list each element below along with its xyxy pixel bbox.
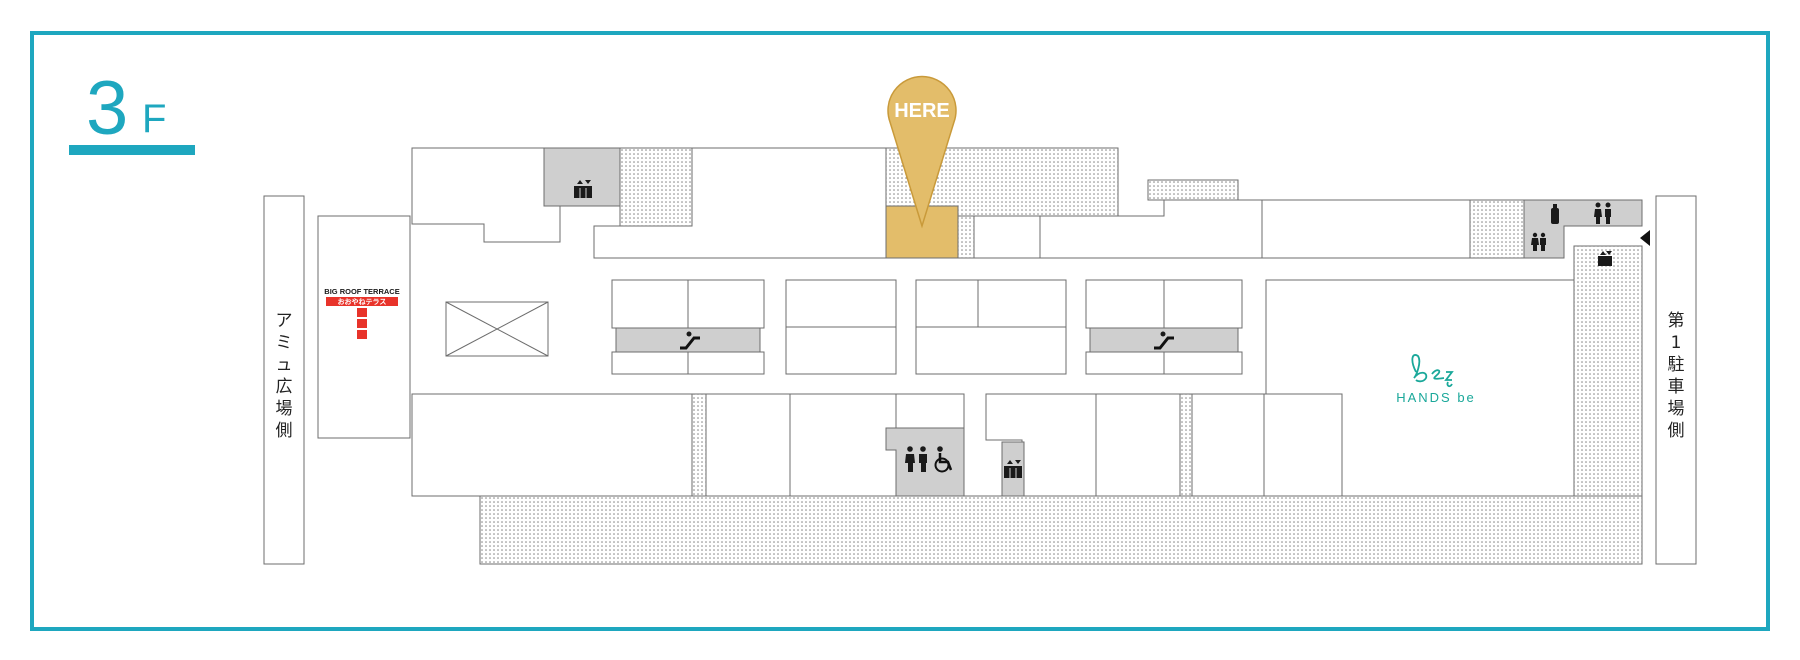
svg-text:HANDS be: HANDS be: [1396, 390, 1476, 405]
svg-text:駐: 駐: [1668, 355, 1685, 375]
hands-be-logo: HANDS be: [1396, 354, 1476, 405]
svg-text:BIG ROOF TERRACE: BIG ROOF TERRACE: [324, 287, 399, 296]
elevator-icon: [574, 180, 592, 198]
svg-text:側: 側: [1668, 421, 1685, 441]
west-side-block: [263, 195, 305, 565]
south-shop-2: [789, 393, 897, 497]
restroom-icon: [1531, 232, 1546, 251]
map-frame: [30, 31, 1770, 631]
restroom-icon: [905, 446, 927, 472]
island-2: [785, 279, 897, 375]
north-dotted-area-1: [619, 147, 693, 227]
island-3: [915, 279, 1067, 375]
svg-text:場: 場: [276, 399, 293, 419]
big-roof-terrace-logo: BIG ROOF TERRACE おおやねテラス: [324, 287, 400, 339]
svg-text:HERE: HERE: [894, 100, 950, 122]
floor-label: 3 F: [69, 66, 195, 155]
island-4: [1085, 279, 1243, 375]
here-marker: HERE: [887, 75, 957, 229]
east-side-block: [1655, 195, 1697, 565]
north-dotted-area-3: [1147, 179, 1239, 201]
escalator-icon: [1154, 331, 1174, 350]
south-west-shop: [411, 393, 693, 497]
elevator-icon: [1598, 251, 1612, 266]
svg-text:車: 車: [1668, 377, 1685, 397]
elevator-icon: [1004, 460, 1022, 478]
baby-room-icon: [1551, 204, 1559, 224]
arrow-left-icon: [1640, 230, 1650, 246]
south-shop-4: [1191, 393, 1265, 497]
north-west-shop: [411, 147, 561, 243]
amu-plaza-side-label: ア ミ ュ 広 場 側: [276, 311, 293, 441]
escalator-icon: [680, 331, 700, 350]
svg-text:F: F: [142, 97, 166, 141]
svg-text:第: 第: [1668, 311, 1685, 331]
north-shop-4: [1261, 199, 1471, 259]
south-shop-5: [1263, 393, 1343, 497]
south-shop-1: [705, 393, 791, 497]
restroom-icon: [1594, 202, 1611, 224]
hands-be-script-mark: [1411, 354, 1454, 388]
here-pin-icon: [887, 75, 957, 229]
svg-text:ュ: ュ: [276, 355, 293, 375]
svg-text:ミ: ミ: [276, 333, 293, 353]
svg-text:側: 側: [276, 421, 293, 441]
parking-side-label: 第 1 駐 車 場 側: [1668, 311, 1685, 441]
south-dotted-corridor: [479, 495, 1643, 565]
svg-text:場: 場: [1668, 399, 1685, 419]
svg-text:ア: ア: [276, 311, 293, 331]
north-east-dotted-area: [1469, 199, 1525, 259]
svg-text:広: 広: [276, 377, 293, 397]
floor-underline: [69, 145, 195, 155]
svg-text:3: 3: [86, 66, 128, 151]
svg-text:おおやねテラス: おおやねテラス: [338, 297, 387, 306]
island-1: [611, 279, 765, 375]
svg-text:1: 1: [1671, 333, 1682, 353]
wheelchair-icon: [934, 446, 953, 473]
atrium-void: [445, 301, 549, 357]
